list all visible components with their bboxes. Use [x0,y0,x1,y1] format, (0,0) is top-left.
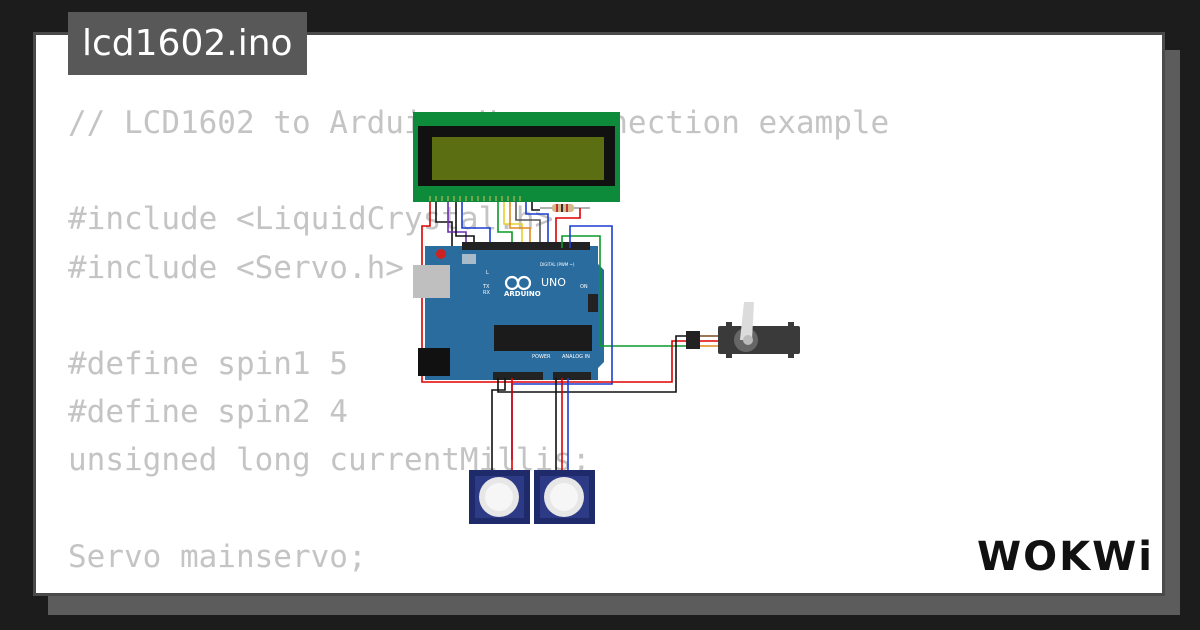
code-line: unsigned long currentMillis; [68,442,591,479]
wokwi-logo-text: WOKWi [977,534,1153,578]
board-brand-label: ARDUINO [504,290,541,298]
atmega-chip [494,325,592,351]
code-line: #include <Servo.h> [68,249,404,286]
svg-text:ON: ON [580,284,588,290]
usb-port [413,265,450,298]
pir-sensor-1 [469,470,530,524]
analog-header [553,372,591,380]
circuit-diagram: UNO ARDUINO ON TX RX L DIGITAL (PWM ~) P… [413,112,800,524]
code-line: #define spin2 4 [68,394,348,431]
svg-text:ANALOG IN: ANALOG IN [562,354,590,360]
lcd1602-module [413,112,620,202]
code-line: #include <LiquidCrystal.h> [68,201,554,238]
arduino-uno-board: UNO ARDUINO ON TX RX L DIGITAL (PWM ~) P… [413,242,604,380]
power-jack [418,348,450,376]
pir-wires [491,378,569,470]
svg-text:L: L [486,270,489,276]
board-model-label: UNO [541,276,566,289]
code-line: Servo mainservo; [68,538,367,575]
servo-motor [686,302,800,358]
svg-text:TX: TX [482,284,490,290]
wokwi-logo: WOKWi [977,534,1153,578]
svg-text:DIGITAL (PWM ~): DIGITAL (PWM ~) [540,262,575,267]
digital-header [462,242,590,250]
lcd-wires [421,202,581,383]
svg-text:POWER: POWER [532,354,551,360]
pir-sensor-2 [534,470,595,524]
project-title: lcd1602.ino [68,12,307,75]
code-line: #define spin1 5 [68,345,348,382]
resistor [540,204,590,212]
power-header [493,372,543,380]
svg-text:RX: RX [483,290,490,296]
